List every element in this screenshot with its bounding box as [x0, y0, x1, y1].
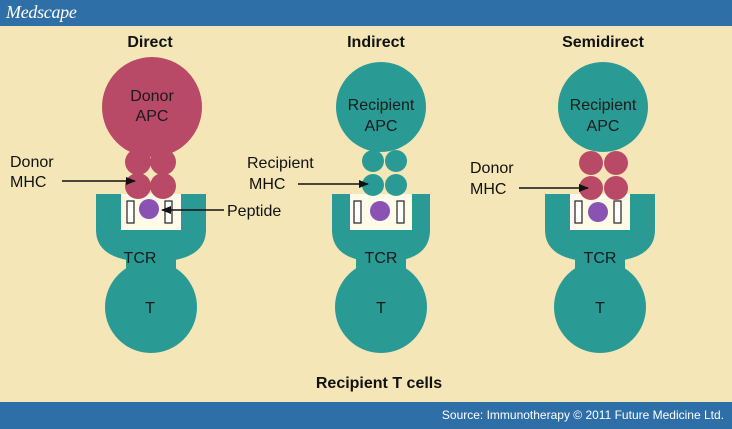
diagram-area: Direct Donor APC [0, 26, 732, 401]
tcr-pocket-bar-right [396, 200, 405, 224]
apc-label-line1: Recipient [348, 97, 415, 114]
panel-heading-direct: Direct [127, 34, 173, 51]
panel-heading-indirect: Indirect [347, 34, 405, 51]
mhc-label-line1: Donor [470, 160, 514, 177]
panel-heading-semidirect: Semidirect [562, 34, 644, 51]
mhc-label-line2: MHC [249, 176, 285, 193]
peptide [588, 202, 608, 222]
donor-mhc-molecule [579, 151, 628, 200]
source-credit: Source: Immunotherapy © 2011 Future Medi… [441, 408, 724, 422]
mhc-label-line1: Recipient [247, 155, 314, 172]
panel-direct: Direct Donor APC [10, 34, 281, 353]
tcr-pocket-bar-right [613, 200, 622, 224]
apc-label-line2: APC [136, 108, 169, 125]
tcr-pocket-bar-left [126, 200, 135, 224]
apc-label-line1: Recipient [570, 97, 637, 114]
recipient-apc-cell [558, 62, 648, 152]
peptide-label: Peptide [227, 203, 281, 220]
t-cell-label: T [376, 300, 386, 317]
mhc-label-line1: Donor [10, 154, 54, 171]
antigen-presentation-diagram: Direct Donor APC [10, 34, 655, 392]
caption-recipient-t-cells: Recipient T cells [316, 375, 442, 392]
tcr-pocket-bar-left [574, 200, 583, 224]
peptide [370, 201, 390, 221]
tcr-label: TCR [124, 250, 157, 267]
tcr-pocket-bar-right [164, 200, 173, 224]
apc-label-line1: Donor [130, 88, 174, 105]
peptide [139, 199, 159, 219]
panel-semidirect: Semidirect Recipient APC [470, 34, 655, 353]
apc-label-line2: APC [587, 118, 620, 135]
tcr-label: TCR [365, 250, 398, 267]
mhc-label-line2: MHC [10, 174, 46, 191]
apc-label-line2: APC [365, 118, 398, 135]
mhc-label-line2: MHC [470, 181, 506, 198]
tcr-pocket-bar-left [353, 200, 362, 224]
recipient-apc-cell [336, 62, 426, 152]
t-cell-label: T [145, 300, 155, 317]
footer-bar: Source: Immunotherapy © 2011 Future Medi… [0, 402, 732, 429]
header-bar: Medscape [0, 0, 732, 26]
recipient-mhc-molecule [362, 150, 407, 196]
t-cell-label: T [595, 300, 605, 317]
panel-indirect: Indirect Recipient APC [247, 34, 430, 353]
donor-apc-cell [102, 57, 202, 157]
brand-logo: Medscape [6, 2, 77, 22]
tcr-label: TCR [584, 250, 617, 267]
